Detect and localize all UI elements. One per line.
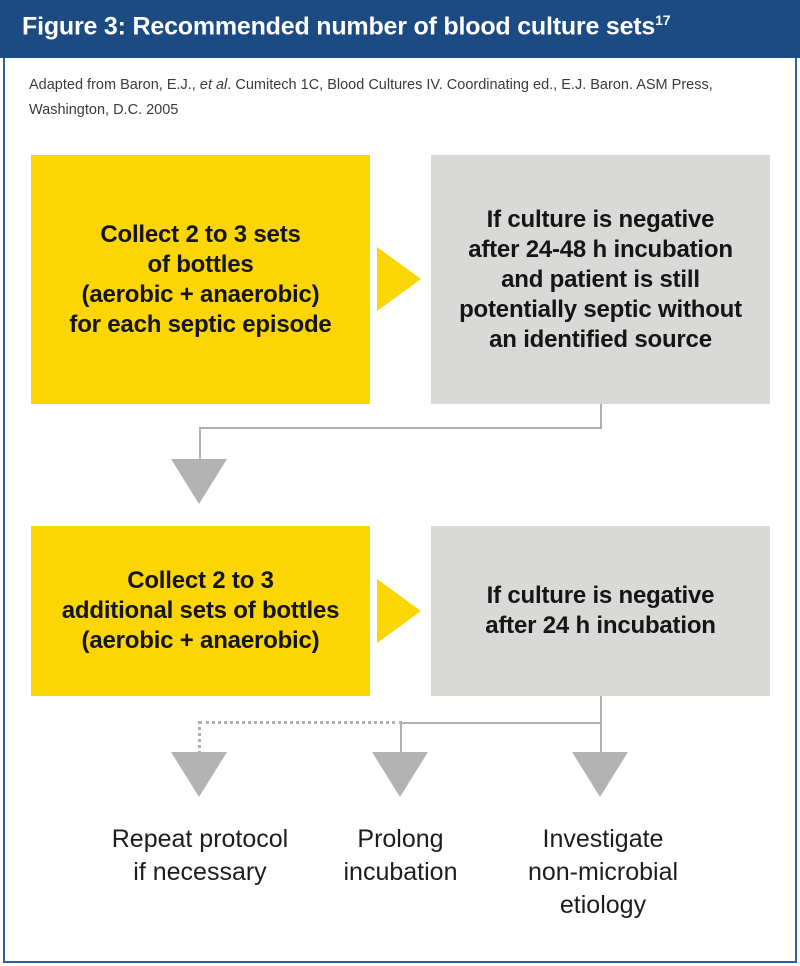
outcome-label-repeat-protocol: Repeat protocol if necessary: [111, 825, 289, 886]
connector-row1-horizontal: [199, 427, 602, 429]
gray-down-arrow-icon-investigate: [572, 752, 628, 797]
flow-box-condition-24-48h: If culture is negative after 24-48 h inc…: [431, 155, 770, 404]
outcome-label-investigate-etiology: Investigate non-microbial etiology: [527, 825, 679, 919]
caption-part-1: Adapted from Baron, E.J.,: [29, 77, 200, 93]
gray-down-arrow-icon-prolong: [372, 752, 428, 797]
gray-down-arrow-icon-row1: [171, 459, 227, 504]
connector-row1-drop: [199, 427, 201, 461]
outcome-label-prolong-incubation: Prolong incubation: [343, 825, 458, 886]
connector-row2-drop-center: [400, 722, 402, 754]
flow-box-condition-24-48h-text: If culture is negative after 24-48 h inc…: [459, 205, 742, 353]
connector-row2-drop-right: [600, 722, 602, 754]
flow-box-collect-initial-text: Collect 2 to 3 sets of bottles (aerobic …: [69, 220, 332, 338]
connector-dotted-horizontal: [199, 721, 402, 724]
figure-title-text: Figure 3: Recommended number of blood cu…: [22, 12, 656, 41]
figure-title: Figure 3: Recommended number of blood cu…: [22, 12, 671, 41]
connector-row2-vertical: [600, 696, 602, 724]
figure-title-bar: Figure 3: Recommended number of blood cu…: [0, 0, 800, 58]
connector-row1-vertical: [600, 404, 602, 429]
figure-title-superscript: 17: [655, 12, 671, 28]
yellow-right-arrow-icon-row1: [377, 247, 421, 311]
connector-dotted-vertical: [198, 721, 201, 754]
figure-caption: Adapted from Baron, E.J., et al. Cumitec…: [29, 73, 739, 123]
flow-box-collect-additional-text: Collect 2 to 3 additional sets of bottle…: [61, 567, 340, 654]
connector-row2-horizontal: [400, 722, 602, 724]
flow-box-collect-additional: Collect 2 to 3 additional sets of bottle…: [31, 526, 370, 696]
flow-box-condition-24h-text: If culture is negative after 24 h incuba…: [485, 582, 716, 639]
flow-box-condition-24h: If culture is negative after 24 h incuba…: [431, 526, 770, 696]
gray-down-arrow-icon-repeat: [171, 752, 227, 797]
yellow-right-arrow-icon-row2: [377, 579, 421, 643]
flow-box-collect-initial: Collect 2 to 3 sets of bottles (aerobic …: [31, 155, 370, 404]
caption-part-2: . Cumitech 1C, Blood Cultures IV. Coordi…: [29, 77, 713, 118]
caption-et-al: et al: [199, 77, 228, 93]
